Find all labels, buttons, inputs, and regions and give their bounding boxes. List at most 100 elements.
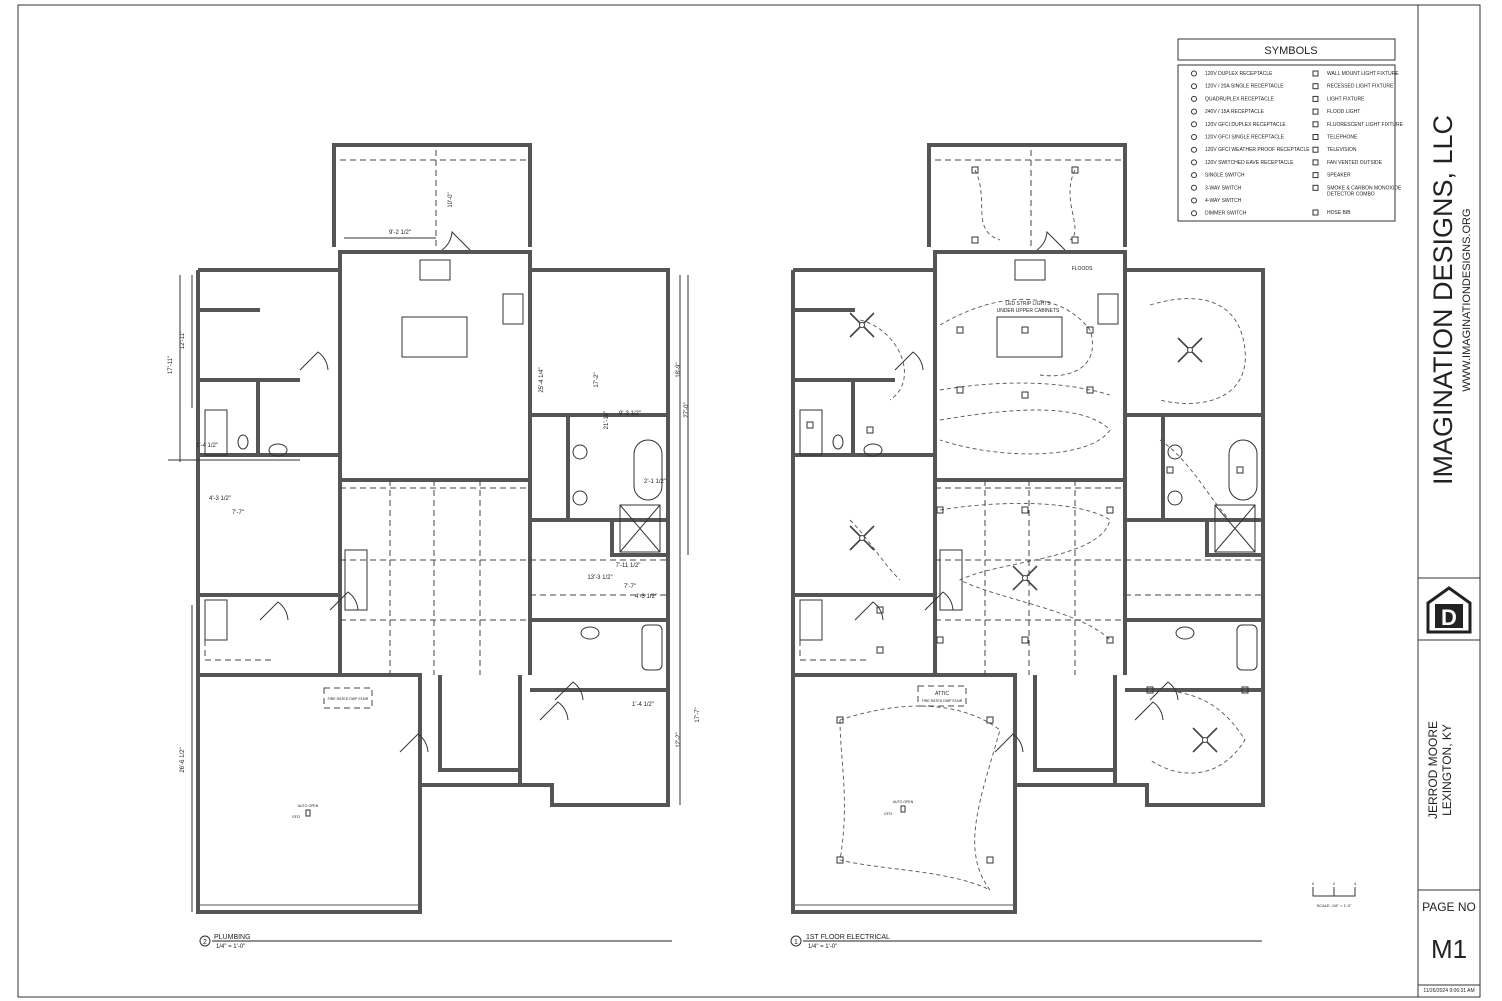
kitchen-sink [419, 259, 451, 281]
fan-hub [1022, 575, 1028, 581]
dimension-label: 1'-4 1/2" [632, 702, 654, 708]
legend-symbol-icon [1312, 146, 1319, 153]
wall [1125, 413, 1263, 692]
hidden-line [340, 487, 530, 621]
fan-hub [859, 535, 865, 541]
door-swing [554, 681, 584, 701]
legend-item: 3-WAY SWITCH [1205, 185, 1242, 191]
hidden-line [340, 150, 530, 247]
note-led-2: UNDER UPPER CABINETS [997, 308, 1060, 314]
bathtub [1228, 439, 1258, 501]
legend-symbol-icon [1191, 70, 1197, 77]
dimension-label: 25'-4 1/4" [539, 367, 545, 392]
legend-symbol-icon [1191, 95, 1197, 102]
sink [1167, 444, 1183, 460]
scale-label: SCALE: 1/8" = 1'-0" [1317, 903, 1352, 908]
recessed-light-icon [956, 386, 964, 394]
legend-item: 120V DUPLEX RECEPTACLE [1205, 71, 1273, 77]
shower [1214, 504, 1256, 553]
wall [793, 308, 855, 455]
toilet [832, 434, 844, 450]
refrigerator [502, 293, 524, 325]
door-swing [441, 230, 471, 251]
stair-access [323, 687, 373, 709]
legend-symbol-icon [1312, 95, 1319, 102]
legend-item: 120V GFCI SINGLE RECEPTACLE [1205, 135, 1285, 141]
electrical-plan-label: 1 1ST FLOOR ELECTRICAL 1/4" = 1'-0" [790, 934, 1262, 950]
legend-symbol-icon [1312, 184, 1319, 191]
legend-symbol-icon [1191, 159, 1197, 166]
note-floods: FLOODS [1072, 266, 1093, 272]
legend-symbol-icon [1191, 210, 1197, 217]
timestamp: 11/26/2024 9:06:31 AM [1423, 988, 1474, 994]
recessed-light-icon [956, 326, 964, 334]
company-name: IMAGINATION DESIGNS, LLC [1428, 115, 1458, 485]
recessed-light-icon [1071, 166, 1079, 174]
door-swing [539, 701, 569, 721]
outlet-icon [900, 805, 906, 813]
dimension-label: 9'-2 1/2" [389, 230, 411, 236]
wall [332, 143, 532, 247]
page-no-label: PAGE NO [1422, 900, 1476, 914]
legend-symbol-icon [1191, 197, 1197, 204]
dimension-label: 7'-7" [232, 510, 244, 516]
dimension-label: 9'-3 1/2" [619, 411, 641, 417]
wall [198, 378, 340, 597]
wire-run [939, 298, 1093, 377]
bathtub [799, 409, 823, 456]
wall [198, 250, 670, 807]
wire-run [939, 409, 1111, 455]
dimension-label: 4'-3 1/2" [209, 496, 231, 502]
wall [338, 252, 532, 675]
dimension-label: 27'-0" [684, 402, 690, 417]
wire-run [939, 382, 1111, 396]
door-swing [994, 733, 1024, 753]
dimension-label: 21'-10" [604, 411, 610, 430]
legend-item: 240V / 15A RECEPTACLE [1205, 109, 1264, 115]
dimension-label: 2'-1 1/2" [644, 479, 666, 485]
note-stair-plumbing: FIRE RATED DWP STAIR [328, 697, 369, 701]
legend-item: SINGLE SWITCH [1205, 173, 1245, 179]
page-number: M1 [1431, 934, 1467, 964]
client-location: LEXINGTON, KY [1440, 724, 1454, 816]
door-swing [894, 351, 924, 371]
legend-item: 120V / 20A SINGLE RECEPTACLE [1205, 84, 1284, 90]
bathtub [204, 409, 228, 456]
recessed-light-icon [1021, 391, 1029, 399]
recessed-light-icon [836, 716, 844, 724]
legend-symbol-icon [1312, 83, 1319, 90]
recessed-light-icon [1146, 686, 1154, 694]
legend-item: 120V SWITCHED EAVE RECEPTACLE [1205, 160, 1294, 166]
hidden-line [389, 480, 481, 675]
wire-run [839, 705, 1001, 891]
recessed-light-icon [1166, 466, 1174, 474]
dimension-label: 18'-9" [676, 362, 682, 377]
dimension-label: 17'-11" [168, 356, 174, 374]
plan-number: 1 [794, 939, 798, 946]
door-swing [924, 591, 954, 611]
recessed-light-icon [936, 506, 944, 514]
note-auto-open-e: AUTO OPEN [893, 800, 914, 804]
legend-item: 4-WAY SWITCH [1205, 198, 1242, 204]
legend-symbol-icon [1191, 184, 1197, 191]
dimension-label: 1'-4 1/2" [196, 443, 218, 449]
company-website[interactable]: WWW.IMAGINATIONDESIGNS.ORG [1461, 208, 1473, 391]
legend-item: HOSE BIB [1327, 210, 1351, 216]
bathtub [633, 439, 663, 501]
sink [572, 444, 588, 460]
outlet-icon [305, 809, 311, 817]
hidden-line [530, 559, 668, 596]
sink [268, 443, 288, 457]
plan-number: 2 [203, 939, 207, 946]
washer-dryer [204, 599, 228, 641]
recessed-light-icon [1106, 506, 1114, 514]
fan-hub [859, 322, 865, 328]
note-auto-open-p: AUTO OPEN [298, 804, 319, 808]
legend-symbol-icon [1312, 159, 1319, 166]
note-gfci-p: GFCI [292, 815, 300, 819]
scale-tick: 4 [1354, 881, 1357, 886]
recessed-light-icon [1071, 236, 1079, 244]
wire-run [1149, 689, 1246, 774]
plan-scale: 1/4" = 1'-0" [216, 944, 245, 950]
